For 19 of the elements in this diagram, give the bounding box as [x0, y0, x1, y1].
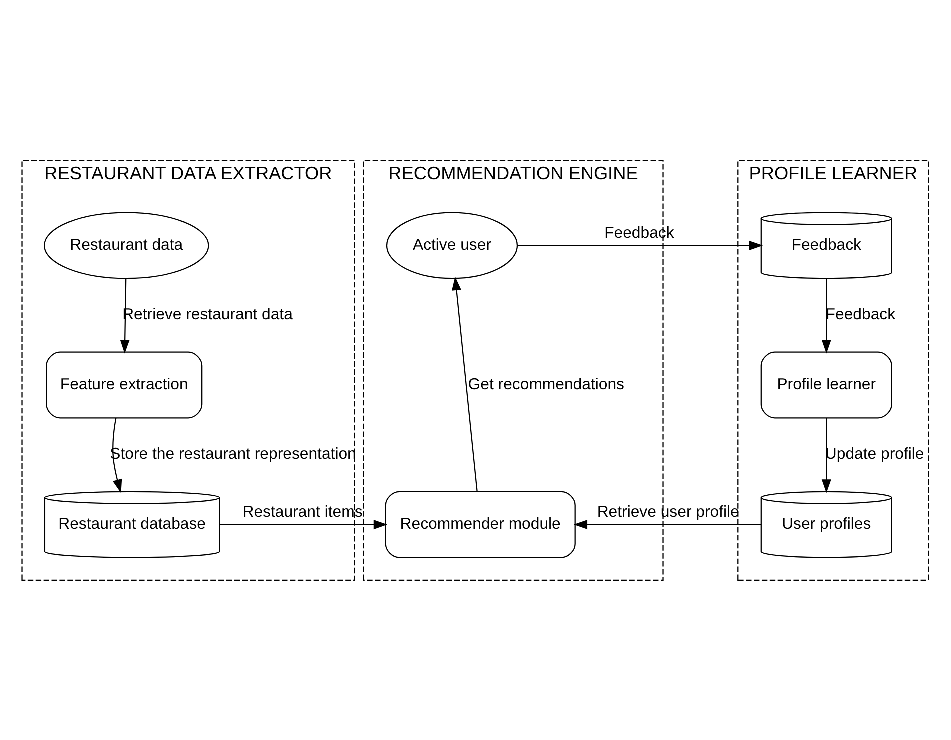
node-box: Profile learner	[760, 351, 892, 418]
node-ellipse: Restaurant data	[44, 212, 210, 279]
edge-label: Get recommendations	[468, 376, 624, 393]
arrow	[822, 278, 832, 354]
arrow	[452, 276, 478, 492]
arrow	[220, 520, 388, 530]
arrow	[112, 418, 122, 493]
node-ellipse: Active user	[386, 212, 518, 279]
arrow	[822, 418, 832, 493]
node-box: Recommender module	[385, 490, 576, 558]
arrow	[518, 240, 764, 250]
edge-label: Feedback	[826, 306, 896, 324]
arrow	[120, 278, 130, 354]
arrow	[574, 520, 762, 530]
edge-label: Feedback	[604, 224, 674, 242]
node-box: Feature extraction	[46, 351, 203, 418]
edge-label: Retrieve user profile	[597, 504, 740, 521]
edge-label: Restaurant items	[242, 504, 363, 521]
edge-label: Update profile	[825, 446, 924, 463]
